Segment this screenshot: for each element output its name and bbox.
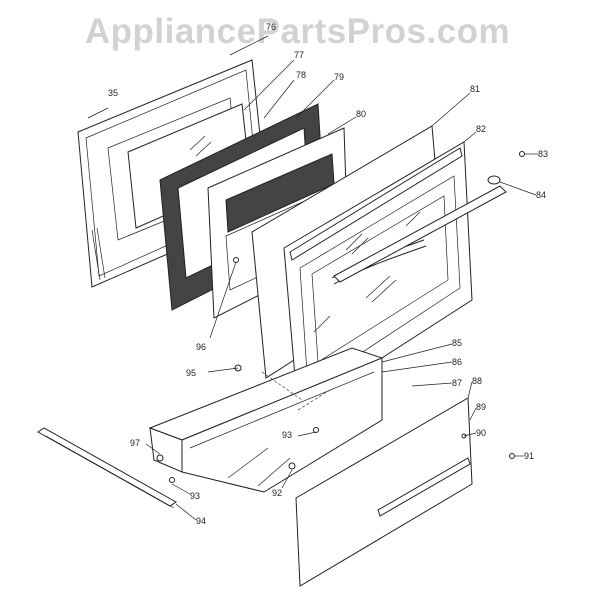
door-handle	[333, 151, 525, 283]
callout-89: 89	[476, 402, 486, 412]
callout-35: 35	[108, 88, 118, 98]
callout-86: 86	[452, 357, 462, 367]
callout-77: 77	[294, 50, 304, 60]
drawer-rail	[37, 427, 177, 509]
callout-76: 76	[266, 22, 276, 32]
callout-92: 92	[272, 488, 282, 498]
callout-93-upper: 93	[282, 430, 292, 440]
callout-87: 87	[452, 378, 462, 388]
leader-lines	[87, 35, 538, 521]
callout-88: 88	[472, 376, 482, 386]
outer-door-frame	[283, 141, 473, 413]
callout-81: 81	[470, 84, 480, 94]
callout-78: 78	[296, 70, 306, 80]
callout-96: 96	[196, 342, 206, 352]
callout-79: 79	[334, 72, 344, 82]
storage-drawer	[148, 347, 384, 493]
callout-95: 95	[186, 368, 196, 378]
hardware-screws	[169, 257, 515, 483]
watermark: AppliancePartsPros.com	[84, 12, 511, 51]
drawer-front-panel	[295, 397, 473, 587]
callout-94: 94	[196, 516, 206, 526]
callout-97: 97	[130, 438, 140, 448]
callout-80: 80	[356, 109, 366, 119]
callout-labels: 35 76 77 78 79 80 81 82 83 84 85 86 87 8…	[108, 22, 548, 526]
callout-82: 82	[476, 124, 486, 134]
callout-91: 91	[524, 451, 534, 461]
callout-93-lower: 93	[190, 491, 200, 501]
callout-85: 85	[452, 338, 462, 348]
callout-83: 83	[538, 149, 548, 159]
callout-84: 84	[536, 190, 546, 200]
callout-90: 90	[476, 428, 486, 438]
